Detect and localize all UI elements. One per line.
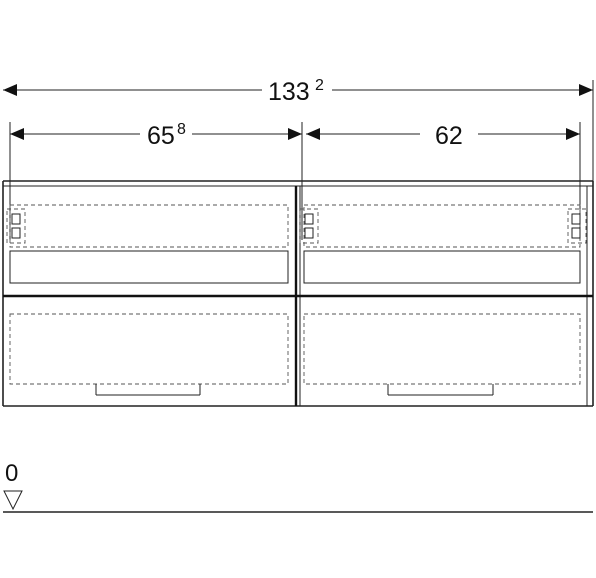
- overall-dim-superscript: 2: [315, 77, 324, 94]
- cabinet: [2, 180, 594, 407]
- arrowhead-right: [579, 84, 593, 96]
- lower-right-drawer-inner: [303, 313, 581, 385]
- level-triangle-icon: [3, 490, 23, 511]
- right-dimension: 62: [306, 122, 581, 240]
- upper-right-drawer-front: [303, 250, 581, 284]
- arrowhead-left: [306, 128, 320, 140]
- upper-left-drawer-inner: [9, 204, 289, 248]
- upper-left-drawer-front: [9, 250, 289, 284]
- lower-left-drawer-inner: [9, 313, 289, 385]
- floor-level-label: 0: [5, 460, 18, 487]
- left-dim-superscript: 8: [177, 121, 186, 138]
- overall-dim-value: 133: [268, 78, 310, 106]
- hinge-icon: [299, 208, 319, 244]
- overall-dimension: 133 2: [3, 77, 594, 186]
- upper-right-drawer-inner: [303, 204, 581, 248]
- arrowhead-left: [10, 128, 24, 140]
- hinge-icon: [6, 208, 26, 244]
- arrowhead-right: [566, 128, 580, 140]
- floor-reference: 0: [3, 460, 593, 513]
- arrowhead-left: [3, 84, 17, 96]
- left-dim-value: 65: [147, 122, 175, 150]
- arrowhead-right: [288, 128, 302, 140]
- hinge-icon: [567, 208, 587, 244]
- right-dim-value: 62: [435, 122, 463, 150]
